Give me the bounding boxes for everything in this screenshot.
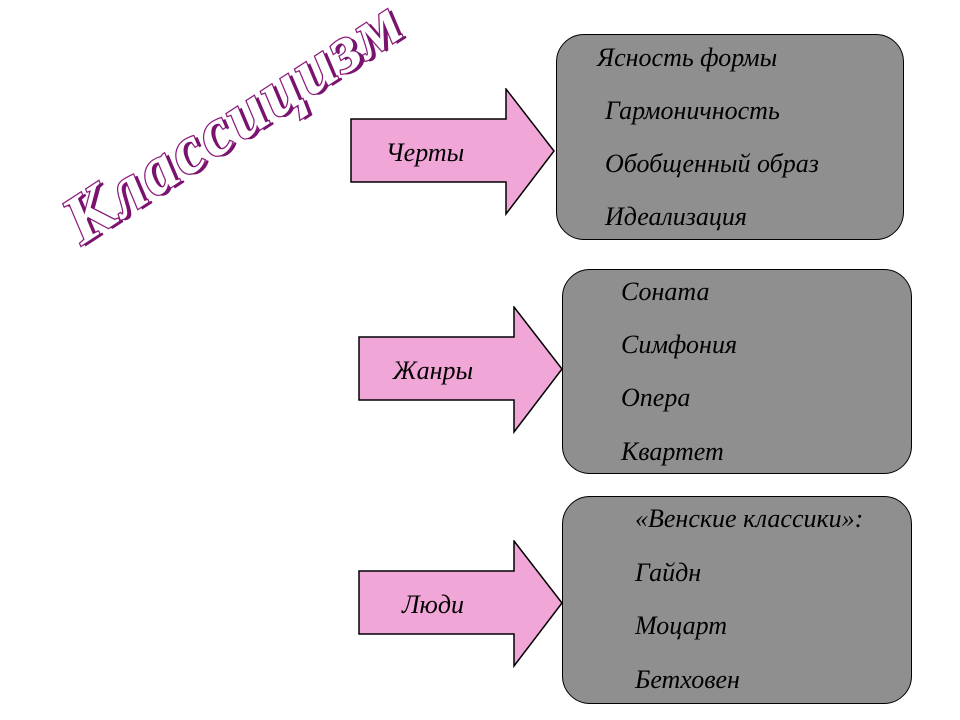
list-item: «Венские классики»: (635, 504, 864, 533)
list-item: Соната (621, 277, 710, 306)
list-item: Квартет (621, 437, 724, 466)
box-people: «Венские классики»: Гайдн Моцарт Бетхове… (562, 496, 912, 704)
list-item: Гармоничность (605, 96, 780, 125)
list-item: Идеализация (605, 202, 748, 231)
box-features: Ясность формы Гармоничность Обобщенный о… (556, 34, 904, 240)
list-item: Симфония (621, 330, 738, 359)
page-title: Классицизм (47, 0, 418, 259)
arrow-features: Черты (350, 88, 560, 218)
list-item: Ясность формы (597, 43, 778, 72)
arrow-shape (350, 88, 555, 217)
title-wrapper: Классицизм (47, 0, 418, 260)
arrow-shape (358, 540, 563, 669)
arrow-people: Люди (358, 540, 568, 670)
arrow-shape (358, 306, 563, 435)
list-item: Опера (621, 383, 691, 412)
box-genres: Соната Симфония Опера Квартет (562, 269, 912, 474)
list-item: Гайдн (635, 558, 702, 587)
arrow-label-features: Черты (385, 138, 465, 167)
arrow-label-people: Люди (401, 590, 465, 619)
arrow-genres: Жанры (358, 306, 568, 436)
list-item: Моцарт (635, 611, 728, 640)
list-item: Бетховен (635, 665, 740, 694)
list-item: Обобщенный образ (605, 149, 819, 178)
arrow-label-genres: Жанры (392, 356, 474, 385)
